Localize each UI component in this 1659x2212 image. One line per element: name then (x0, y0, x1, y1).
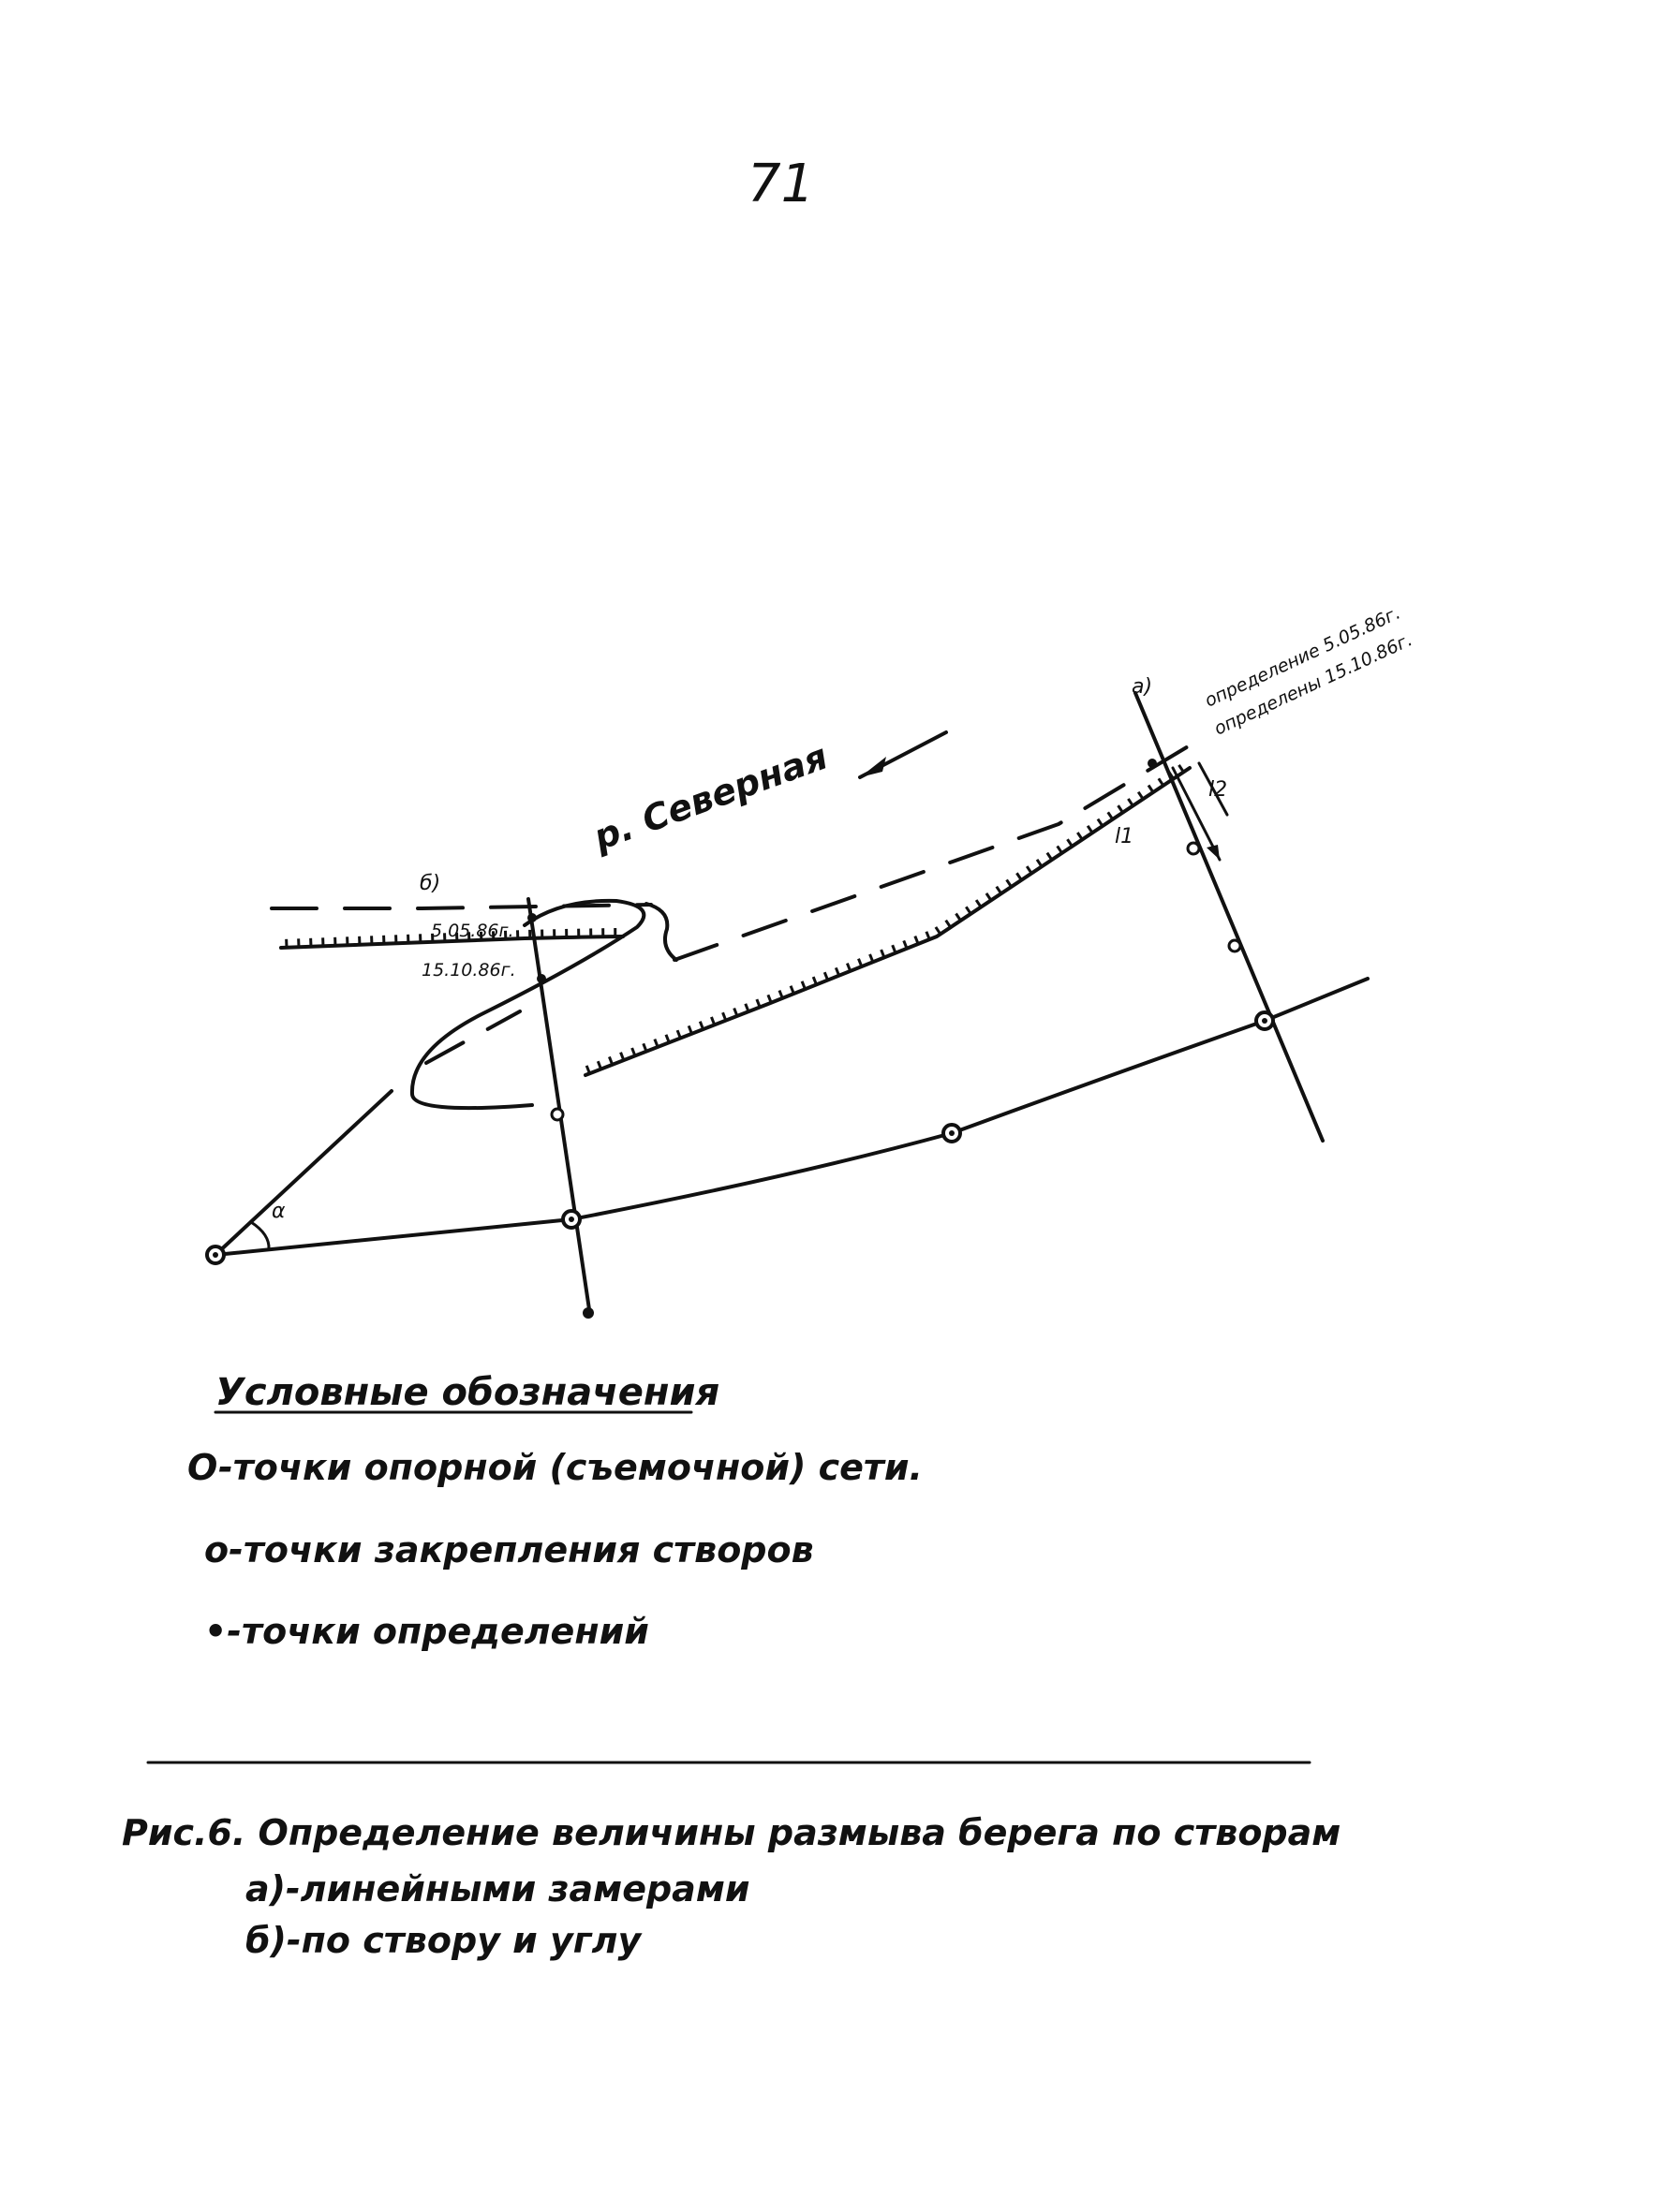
bank-hatch-mark (974, 899, 983, 908)
bank-hatch-mark (925, 931, 931, 940)
river-label: р. Северная (587, 736, 833, 859)
bank-hatch-mark (1045, 851, 1054, 861)
section-line-b (526, 897, 592, 1318)
bank-hatch-mark (1127, 798, 1134, 807)
bank-hatch-mark (789, 985, 795, 995)
bank-hatch-mark (1025, 865, 1033, 875)
bank-hatch-mark (585, 1065, 591, 1074)
distance-label-l1: l1 (1115, 825, 1133, 848)
reference-point (205, 1245, 226, 1265)
bank-hatch-mark (619, 1052, 626, 1061)
bank-line-bend (644, 902, 678, 962)
determination-point (1148, 759, 1157, 768)
legend-item-determination: •-точки определений (204, 1611, 649, 1652)
bank-hatch-mark (1035, 858, 1044, 868)
legend-title: Условные обозначения (215, 1371, 719, 1414)
bank-hatch-mark (1086, 824, 1094, 834)
bank-hatch-mark (934, 926, 942, 936)
bank-hatch-mark (1076, 832, 1084, 841)
caption-line-1: Рис.6. Определение величины размыва бере… (122, 1812, 1341, 1853)
legend-item-reference: O-точки опорной (съемочной) сети. (187, 1447, 923, 1488)
section-label-b: б) (420, 872, 440, 895)
reference-point (561, 1209, 582, 1230)
page-number: 71 (748, 154, 814, 214)
bank-hatch-mark (1106, 811, 1114, 820)
section-label-a: а) (1132, 675, 1152, 699)
bank-hatch-mark (891, 944, 897, 954)
bank-hatch-mark (902, 939, 909, 950)
angle-arc (249, 1220, 271, 1251)
bank-line-eroded (279, 766, 1192, 1077)
distance-label-l2: l2 (1208, 778, 1227, 802)
bank-hatch-mark (955, 912, 962, 922)
bank-hatch-mark (608, 1055, 615, 1066)
river-flow-arrow (858, 730, 948, 779)
bank-hatch-mark (822, 971, 829, 981)
bank-hatch-mark (1157, 777, 1165, 787)
bank-hatch-mark (1015, 872, 1023, 881)
bank-line-initial-lower (424, 1010, 522, 1065)
survey-traverse-line (214, 977, 1370, 1257)
bank-hatch-mark (596, 1060, 602, 1070)
bank-hatch-mark (721, 1011, 728, 1022)
bank-hatch-mark (675, 1029, 682, 1040)
bank-hatch-mark (642, 1042, 648, 1053)
bank-hatch-mark (744, 1003, 750, 1012)
bank-hatch-mark (913, 936, 920, 945)
measure-line-l1 (1171, 766, 1222, 862)
section-fix-point (550, 1107, 565, 1122)
determination-point (537, 974, 546, 983)
reference-point (941, 1123, 962, 1143)
determination-point (527, 913, 537, 922)
bank-hatch-mark (755, 998, 762, 1008)
section-fix-point (1186, 841, 1201, 856)
bank-hatch-mark (1096, 818, 1104, 827)
caption-line-3: б)-по створу и углу (245, 1920, 643, 1961)
bank-hatch-mark (1178, 764, 1185, 774)
bank-hatch-mark (653, 1039, 659, 1048)
bank-hatch-mark (1056, 845, 1063, 854)
bank-hatch-mark (857, 958, 864, 967)
legend-item-fix: o-точки закрепления створов (204, 1529, 814, 1571)
bank-hatch-mark (880, 949, 886, 958)
bank-hatch-mark (766, 994, 773, 1004)
bank-hatch-mark (1066, 838, 1074, 848)
date-label-b2: 15.10.86г. (422, 960, 516, 981)
bank-hatch-mark (985, 892, 993, 902)
bank-hatch-mark (698, 1021, 704, 1030)
determination-point (583, 1307, 594, 1319)
bank-hatch-mark (965, 906, 972, 915)
bank-hatch-mark (1147, 784, 1155, 793)
bank-hatch-mark (846, 962, 852, 972)
bank-hatch-mark (1117, 804, 1124, 814)
date-label-b1: 5.05.86г. (431, 921, 514, 941)
bank-hatch-mark (800, 981, 807, 990)
bank-hatch-mark (811, 976, 818, 985)
angle-label: α (272, 1200, 286, 1223)
bank-hatch-mark (1005, 878, 1013, 888)
bank-hatching (285, 764, 1185, 1074)
caption-line-2: а)-линейными замерами (245, 1868, 750, 1910)
bank-hatch-mark (995, 885, 1003, 894)
bank-hatch-mark (630, 1047, 637, 1056)
bank-hatch-mark (778, 989, 784, 999)
measure-line-l2 (1197, 761, 1229, 817)
bank-hatch-mark (868, 953, 875, 963)
bank-hatch-mark (944, 919, 952, 929)
section-line-a (1133, 691, 1325, 1143)
bank-hatch-mark (834, 966, 841, 977)
bank-hatch-mark (687, 1025, 693, 1035)
reference-point (1254, 1010, 1275, 1031)
bank-hatch-mark (1136, 790, 1145, 801)
bank-hatch-mark (710, 1016, 717, 1025)
section-fix-point (1227, 938, 1242, 953)
bank-hatch-mark (664, 1034, 671, 1043)
angle-ray (214, 1089, 393, 1257)
bank-hatch-mark (733, 1007, 739, 1017)
